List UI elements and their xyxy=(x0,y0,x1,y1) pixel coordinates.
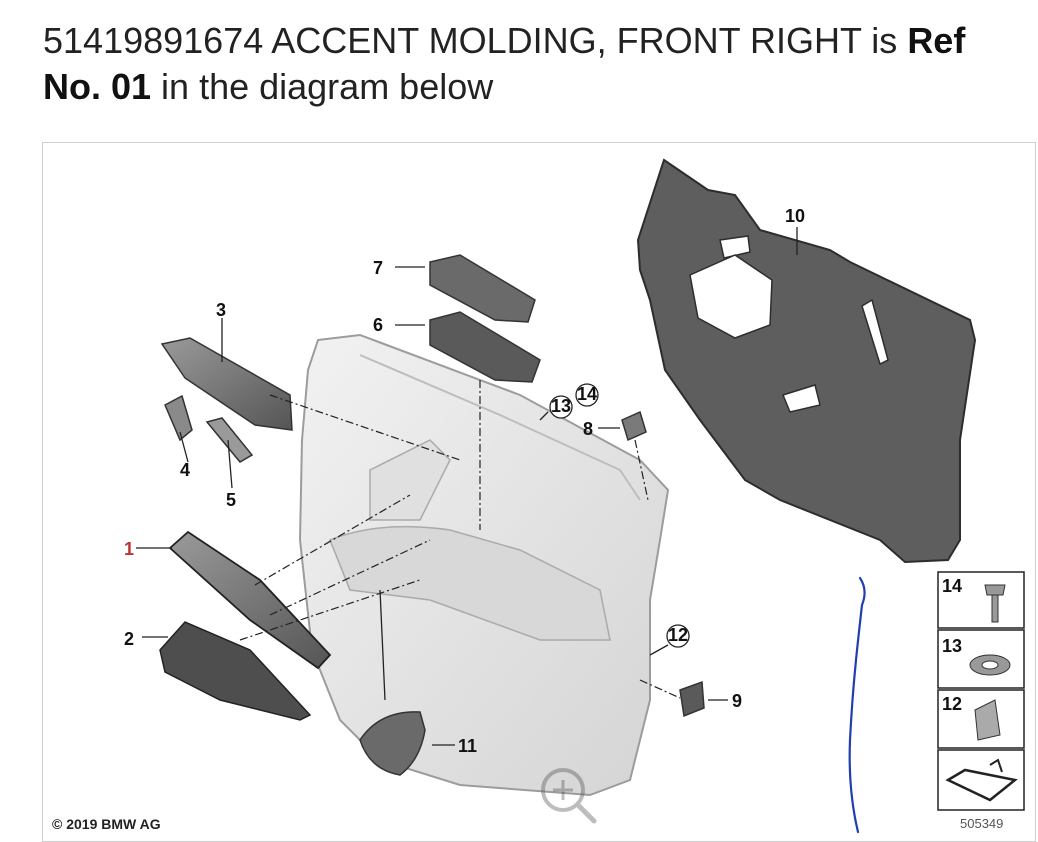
kit-box-icon xyxy=(945,768,1018,802)
part-4-cover[interactable] xyxy=(164,394,193,442)
page-heading: 51419891674 ACCENT MOLDING, FRONT RIGHT … xyxy=(43,18,1023,110)
callout-10[interactable]: 10 xyxy=(785,206,805,226)
screw-icon xyxy=(984,584,1006,623)
door-trim-line xyxy=(359,354,641,501)
callout-6[interactable]: 6 xyxy=(373,315,383,335)
door-handle-recess xyxy=(369,439,451,521)
hardware-legend: 14 13 12 xyxy=(937,571,1025,811)
panel-cutout xyxy=(861,298,889,366)
door-pocket xyxy=(329,525,611,641)
leader-lines xyxy=(136,227,798,746)
legend-12-label: 12 xyxy=(942,694,962,714)
panel-cutout xyxy=(689,254,773,339)
callout-2[interactable]: 2 xyxy=(124,629,134,649)
callout-8[interactable]: 8 xyxy=(583,419,593,439)
part-8-clip[interactable] xyxy=(621,410,647,442)
panel-cutout xyxy=(781,384,821,413)
legend-13-label: 13 xyxy=(942,636,962,656)
callout-4[interactable]: 4 xyxy=(180,460,190,480)
callout-1[interactable]: 1 xyxy=(124,539,134,559)
part-9-cover[interactable] xyxy=(679,680,705,718)
clip-nut-icon xyxy=(974,699,1001,741)
blue-annotation-stroke xyxy=(848,576,866,834)
callout-13-group[interactable]: 13 xyxy=(549,395,573,419)
callout-5[interactable]: 5 xyxy=(226,490,236,510)
callout-7[interactable]: 7 xyxy=(373,258,383,278)
legend-14-label: 14 xyxy=(942,576,962,596)
callout-11[interactable]: 11 xyxy=(458,736,477,756)
part-10-panel[interactable] xyxy=(636,158,977,564)
heading-suffix-text: in the diagram below xyxy=(151,66,494,107)
part-11-cap[interactable] xyxy=(359,711,426,776)
callout-12[interactable]: 12 xyxy=(668,625,688,645)
assembly-lines xyxy=(239,380,681,699)
callout-14[interactable]: 14 xyxy=(577,384,597,404)
copyright-text: © 2019 BMW AG xyxy=(52,816,161,832)
part-1-accent-molding[interactable] xyxy=(168,530,332,670)
part-2-lower-trim[interactable] xyxy=(159,621,312,721)
callout-14-group[interactable]: 14 xyxy=(575,383,599,407)
part-number-text: 51419891674 ACCENT MOLDING, FRONT RIGHT xyxy=(43,20,862,61)
panel-cutout xyxy=(719,235,751,259)
heading-middle-text: is xyxy=(861,20,908,61)
image-number: 505349 xyxy=(960,816,1003,831)
callout-12-group[interactable]: 12 xyxy=(666,624,690,648)
zoom-in-icon[interactable] xyxy=(541,768,597,824)
ref-number-text: Ref No. 01 xyxy=(43,20,966,107)
callout-13[interactable]: 13 xyxy=(551,396,571,416)
part-7-switch-bezel[interactable] xyxy=(429,254,536,323)
part-3-upper-trim[interactable] xyxy=(160,337,293,431)
callout-3[interactable]: 3 xyxy=(216,300,226,320)
legend-box-13[interactable] xyxy=(937,629,1025,689)
part-6-switch-block[interactable] xyxy=(429,311,541,383)
callout-9[interactable]: 9 xyxy=(732,691,742,711)
legend-box-14[interactable] xyxy=(937,571,1025,629)
